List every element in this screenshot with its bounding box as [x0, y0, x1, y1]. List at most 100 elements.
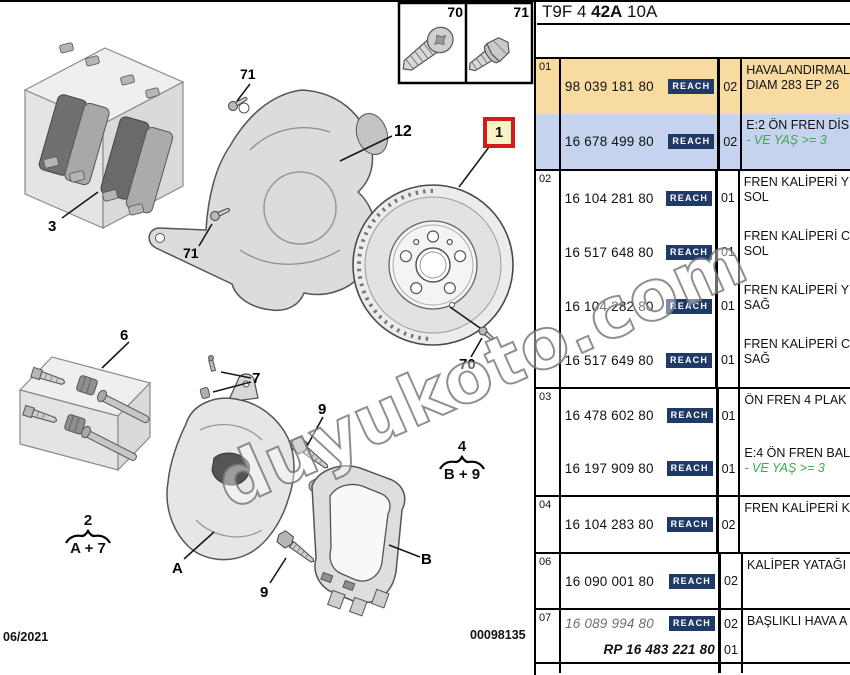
reach-badge[interactable]: REACH [666, 298, 713, 314]
ref-cell: 07 [536, 610, 561, 662]
description-cell: BAŞLIKLI HAVA A [743, 610, 850, 662]
pad-clips [43, 42, 160, 216]
callout-70-box[interactable]: 70 [447, 4, 463, 20]
ref-cell [536, 664, 561, 673]
qty-value: 01 [720, 191, 735, 205]
callout-9-top[interactable]: 9 [318, 401, 327, 418]
kit-4-number: 4 [457, 438, 467, 455]
callout-71-mid[interactable]: 71 [183, 245, 199, 261]
description-line: E:4 ÖN FREN BAL [744, 446, 850, 460]
qty-value: 02 [724, 616, 738, 631]
guide-pin-box [18, 356, 152, 472]
qty-value: 01 [720, 299, 735, 313]
callout-12[interactable]: 12 [394, 123, 412, 140]
part-column: 16 478 602 80 REACH 16 197 909 80 REACH [561, 389, 719, 495]
reach-badge[interactable]: REACH [666, 190, 713, 206]
part-number[interactable]: 16 197 909 80 [564, 461, 654, 476]
part-number[interactable]: 16 090 001 80 [565, 573, 654, 589]
callout-1-highlight[interactable]: 1 [483, 117, 515, 148]
code-suffix: 10A [622, 2, 658, 21]
bolt-71-icon [468, 37, 510, 72]
code-bold: 42A [591, 2, 623, 21]
ref-number: 06 [539, 556, 552, 568]
ref-cell: 01 [536, 59, 561, 169]
description-line: FREN KALİPERİ C [743, 337, 850, 351]
part-number[interactable]: 16 104 283 80 [564, 517, 654, 532]
description-line: SAĞ [743, 352, 771, 366]
brake-disc [352, 184, 514, 346]
part-number[interactable]: 16 478 602 80 [564, 408, 654, 423]
catalog-date: 06/2021 [3, 630, 49, 644]
brake-pads-box [23, 42, 185, 229]
part-number[interactable]: 16 678 499 80 [564, 134, 654, 149]
reach-badge[interactable]: REACH [668, 573, 715, 589]
guide-bolt [22, 366, 66, 423]
caliper-bracket [308, 465, 406, 617]
diagram-artwork [18, 1, 534, 617]
reach-badge[interactable]: REACH [666, 408, 713, 423]
callout-7[interactable]: 7 [252, 370, 261, 387]
ref-cell: 02 [536, 171, 561, 387]
reach-badge[interactable]: REACH [668, 79, 715, 94]
part-number[interactable]: 98 039 181 80 [564, 79, 654, 94]
part-number[interactable]: 16 517 649 80 [564, 352, 654, 368]
description-line: FREN KALİPERİ C [743, 229, 850, 243]
part-column: 16 089 994 80 REACH RP 16 483 221 80 [561, 610, 721, 662]
callout-71-box[interactable]: 71 [513, 4, 529, 20]
qty-value: 02 [724, 574, 738, 588]
reach-badge[interactable]: REACH [668, 134, 715, 149]
callout-70-disc[interactable]: 70 [459, 356, 476, 373]
kit-4-sum: B + 9 [443, 466, 481, 483]
exploded-diagram-panel: 70 71 3 71 12 1 71 70 6 7 9 9 A B 2 A + … [3, 1, 534, 644]
description-cell: HAVALANDIRMAL DIAM 283 EP 26 [742, 59, 850, 114]
reach-badge[interactable]: REACH [666, 352, 713, 368]
qty-value: 01 [721, 408, 736, 423]
description-cell: FREN KALİPERİ Y SOL [740, 171, 850, 225]
callout-3[interactable]: 3 [48, 218, 57, 235]
description-line: BAŞLIKLI HAVA A [747, 614, 848, 628]
callout-71-top[interactable]: 71 [240, 66, 256, 82]
qty-column: 01 01 [719, 389, 741, 495]
description-column: FREN KALİPERİ Y SOL FREN KALİPERİ C SOL … [740, 171, 850, 387]
description-line: KALİPER YATAĞI [747, 558, 847, 572]
description-line: FREN KALİPERİ Y [743, 175, 850, 189]
reach-badge[interactable]: REACH [666, 461, 713, 476]
ref-cell: 04 [536, 497, 561, 552]
description-line-condition: - VE YAŞ >= 3 [744, 461, 825, 475]
part-number[interactable]: 16 517 648 80 [564, 244, 654, 260]
kit-2-number: 2 [83, 512, 93, 529]
description-column: BAŞLIKLI HAVA A [743, 610, 850, 662]
kit-braces [65, 454, 485, 544]
qty-value: 01 [721, 461, 736, 476]
qty-value: 02 [723, 134, 738, 149]
part-number-replacement[interactable]: RP 16 483 221 80 [603, 642, 715, 657]
reach-badge[interactable]: REACH [666, 244, 713, 260]
description-cell: FREN KALİPERİ C SAĞ [740, 333, 850, 387]
callout-9-bottom[interactable]: 9 [260, 584, 269, 601]
ref-number: 02 [539, 173, 552, 185]
callout-6[interactable]: 6 [120, 327, 129, 344]
kit-2-sum: A + 7 [70, 540, 106, 557]
parts-table: 01 98 039 181 80 REACH 16 678 499 80 REA… [536, 57, 850, 673]
qty-column: 02 [719, 497, 741, 552]
brake-caliper [166, 355, 295, 561]
part-number[interactable]: 16 104 282 80 [564, 298, 654, 314]
figure-number: 00098135 [470, 628, 526, 642]
callout-B: B [421, 551, 432, 568]
part-number[interactable]: 16 104 281 80 [564, 190, 654, 206]
description-line: FREN KALİPERİ Y [743, 283, 850, 297]
description-column: HAVALANDIRMAL DIAM 283 EP 26 E:2 ÖN FREN… [742, 59, 850, 169]
part-number-superseded[interactable]: 16 089 994 80 [565, 616, 654, 631]
part-column [561, 664, 721, 673]
ref-number: 01 [539, 61, 552, 73]
description-cell: E:2 ÖN FREN DİS - VE YAŞ >= 3 [742, 114, 850, 169]
description-cell: FREN KALİPERİ C SOL [740, 225, 850, 279]
reach-badge[interactable]: REACH [666, 517, 713, 532]
table-row-partial [536, 664, 850, 673]
table-row-04: 04 16 104 283 80 REACH 02 FREN KALİPERİ … [536, 497, 850, 554]
qty-column: 01 01 01 01 [718, 171, 740, 387]
lug-holes [399, 230, 467, 295]
reach-badge[interactable]: REACH [668, 616, 715, 631]
callout-A: A [172, 560, 183, 577]
description-column: KALİPER YATAĞI [743, 554, 850, 608]
